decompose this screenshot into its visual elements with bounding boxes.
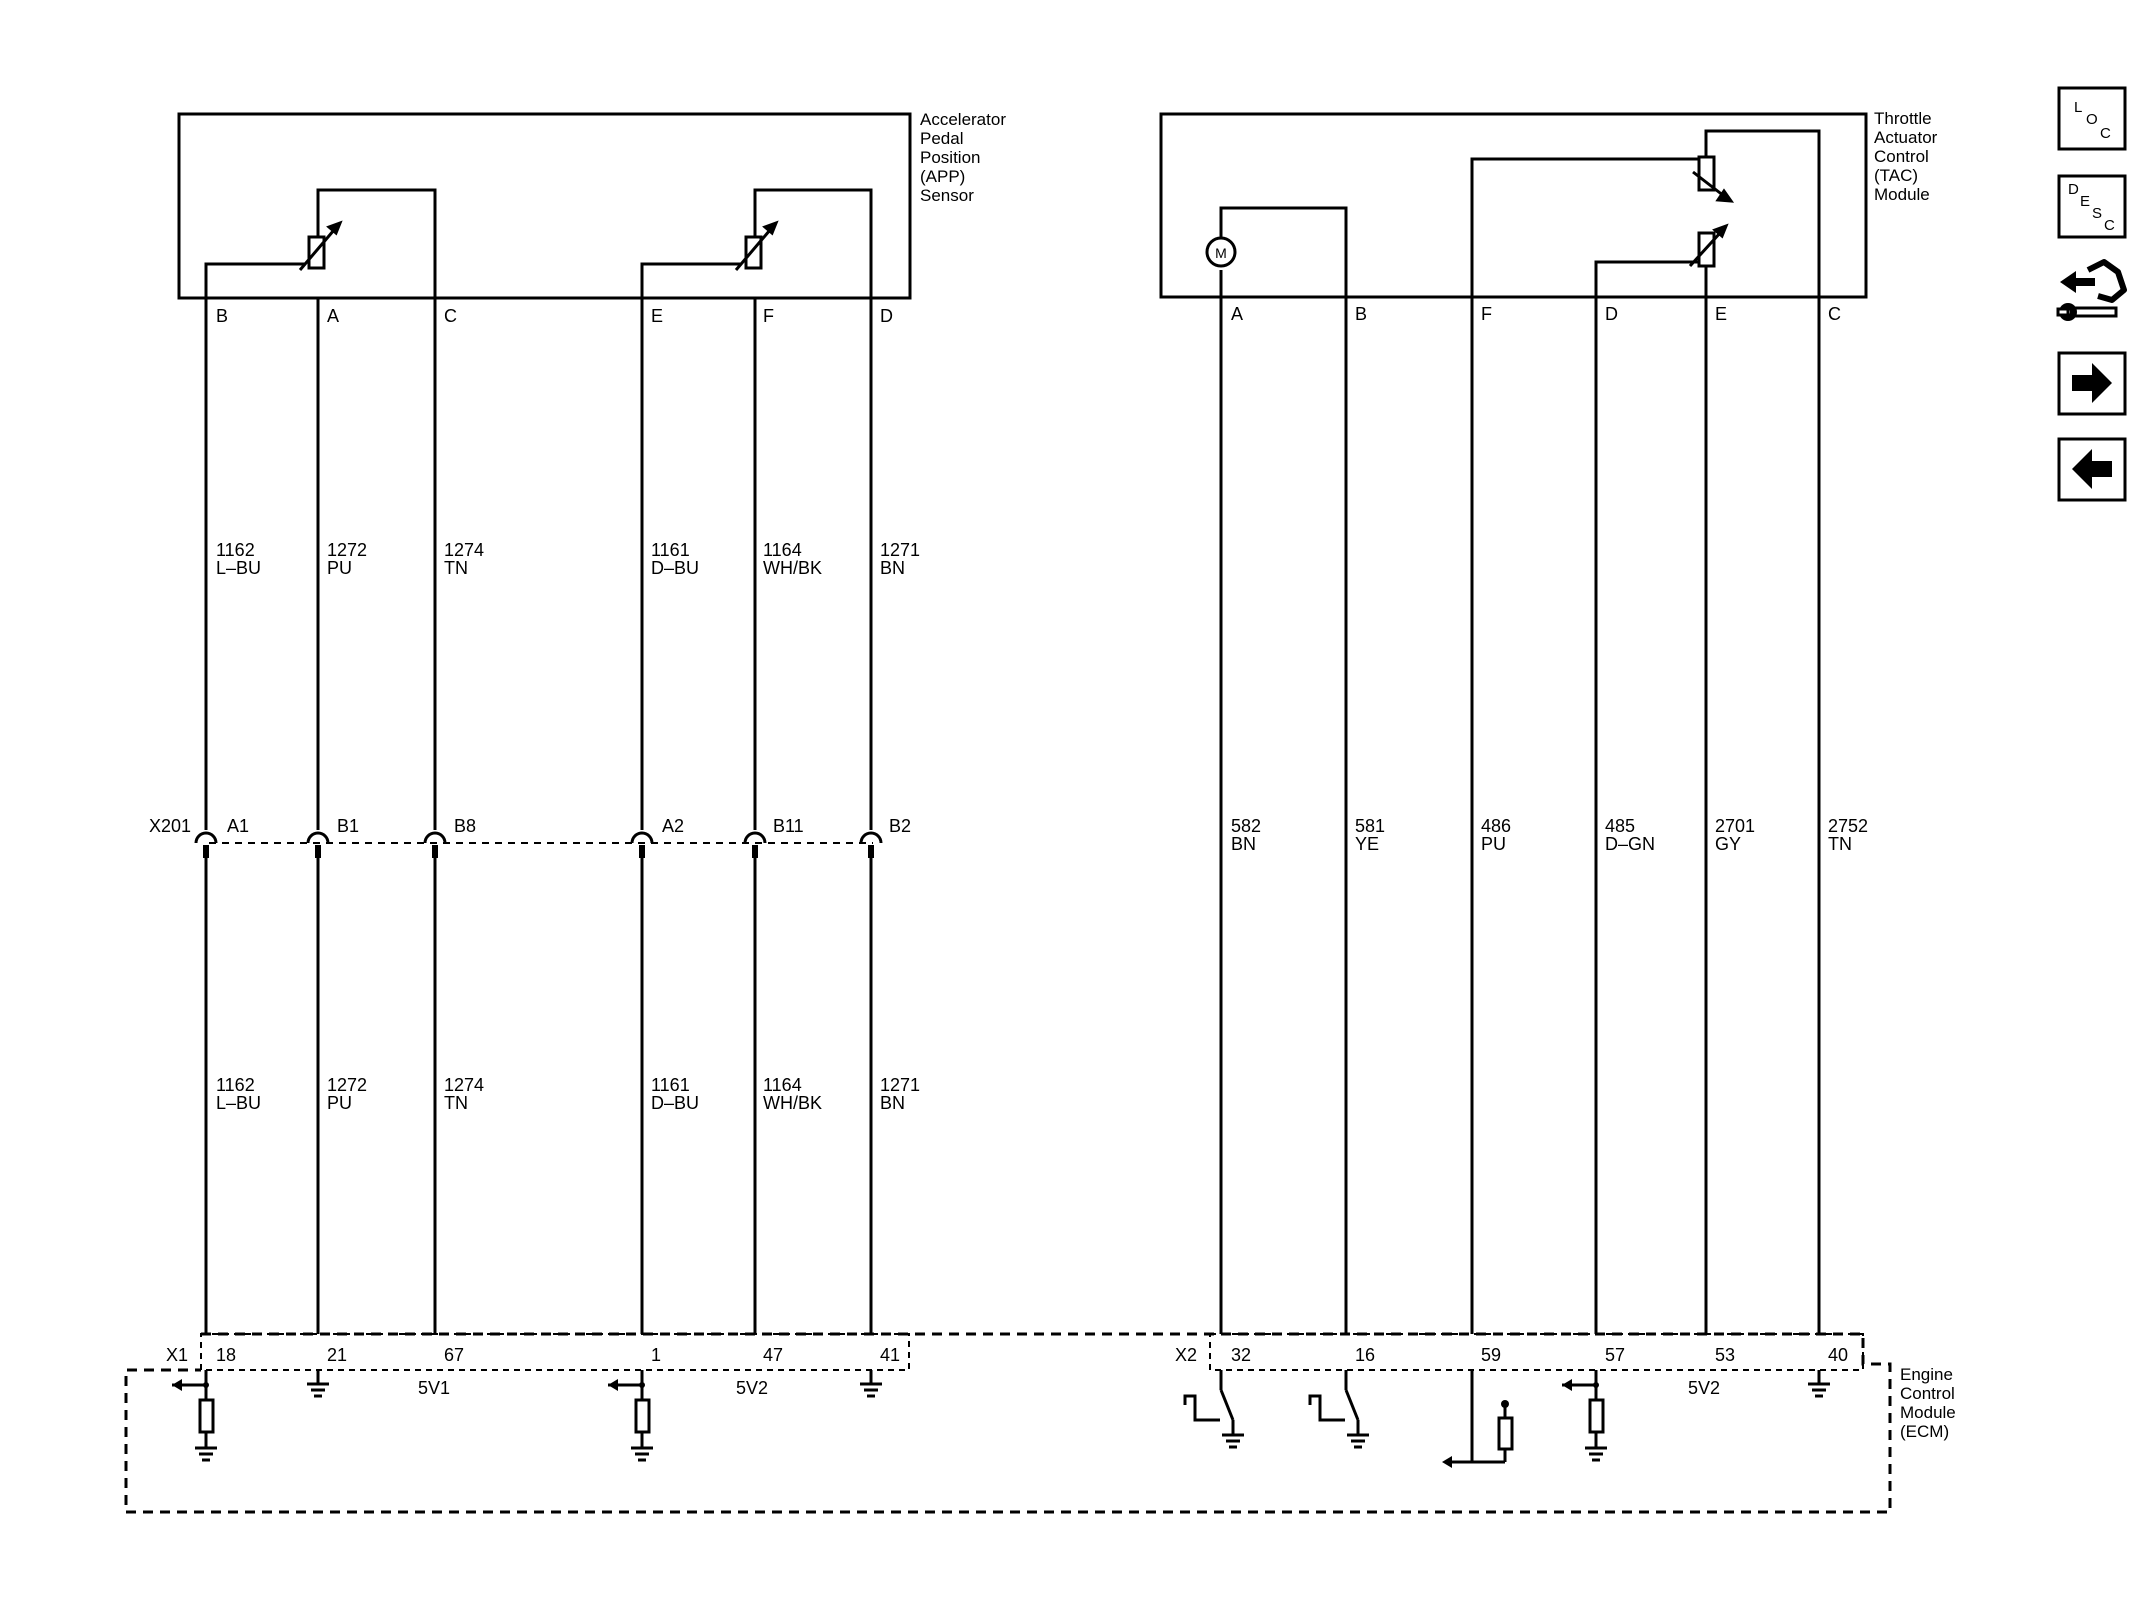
tac-pin-b: B — [1355, 304, 1367, 324]
x201-pin: B1 — [337, 816, 359, 836]
ecm-pin: 18 — [216, 1345, 236, 1365]
voltage-label: 5V1 — [418, 1378, 450, 1398]
x201-pin: B2 — [889, 816, 911, 836]
app-sensor-label: Accelerator Pedal Position (APP) Sensor — [920, 110, 1011, 205]
ecm-x2-label: X2 — [1175, 1345, 1197, 1365]
app-pin-f: F — [763, 306, 774, 326]
x201-pin: B11 — [773, 816, 804, 836]
connector-wrench-button[interactable] — [2056, 259, 2127, 321]
x201-pin: B8 — [454, 816, 476, 836]
x201-label: X201 — [149, 816, 191, 836]
app-pin-e: E — [651, 306, 663, 326]
app-pin-a: A — [327, 306, 339, 326]
app-pin-b: B — [216, 306, 228, 326]
voltage-label: 5V2 — [1688, 1378, 1720, 1398]
ecm-pin: 21 — [327, 1345, 347, 1365]
tac-pin-a: A — [1231, 304, 1243, 324]
ecm-x1-label: X1 — [166, 1345, 188, 1365]
x201-pin: A2 — [662, 816, 684, 836]
ecm-pin: 32 — [1231, 1345, 1251, 1365]
ecm-pin: 16 — [1355, 1345, 1375, 1365]
app-pin-c: C — [444, 306, 457, 326]
ecm-module-box — [124, 1332, 1892, 1514]
ecm-pin: 41 — [880, 1345, 900, 1365]
loc-letter: O — [2086, 111, 2098, 128]
desc-letter: S — [2092, 205, 2102, 222]
tac-pin-f: F — [1481, 304, 1492, 324]
x201-pin: A1 — [227, 816, 249, 836]
arrow-left-icon — [2072, 449, 2112, 489]
tac-module-label: Throttle Actuator Control (TAC) Module — [1874, 109, 1942, 204]
ecm-pin: 40 — [1828, 1345, 1848, 1365]
desc-letter: E — [2080, 193, 2090, 210]
app-pin-d: D — [880, 306, 893, 326]
motor-symbol — [1205, 236, 1237, 268]
tac-module-box — [1159, 112, 1868, 299]
ecm-pin: 59 — [1481, 1345, 1501, 1365]
ecm-x1-connector — [200, 1333, 910, 1371]
ecm-pin: 57 — [1605, 1345, 1625, 1365]
desc-button[interactable]: D E S C — [2057, 174, 2127, 239]
loc-letter: C — [2100, 125, 2111, 142]
previous-button[interactable] — [2057, 437, 2127, 502]
next-button[interactable] — [2057, 351, 2127, 416]
ecm-pin: 47 — [763, 1345, 783, 1365]
ecm-pin: 1 — [651, 1345, 661, 1365]
ecm-label: Engine Control Module (ECM) — [1900, 1365, 1961, 1441]
connector-wrench-icon — [2056, 259, 2127, 321]
loc-letter: L — [2074, 99, 2082, 116]
desc-letter: D — [2068, 181, 2079, 198]
tac-pin-d: D — [1605, 304, 1618, 324]
desc-letter: C — [2104, 217, 2115, 234]
arrow-right-icon — [2072, 363, 2112, 403]
voltage-label: 5V2 — [736, 1378, 768, 1398]
app-sensor-box — [177, 112, 912, 300]
ecm-x2-connector — [1209, 1333, 1864, 1371]
svg-text:M: M — [1215, 245, 1227, 261]
tac-pin-e: E — [1715, 304, 1727, 324]
tac-pin-c: C — [1828, 304, 1841, 324]
ecm-pin: 67 — [444, 1345, 464, 1365]
ecm-pin: 53 — [1715, 1345, 1735, 1365]
loc-button[interactable]: L O C — [2057, 86, 2127, 151]
